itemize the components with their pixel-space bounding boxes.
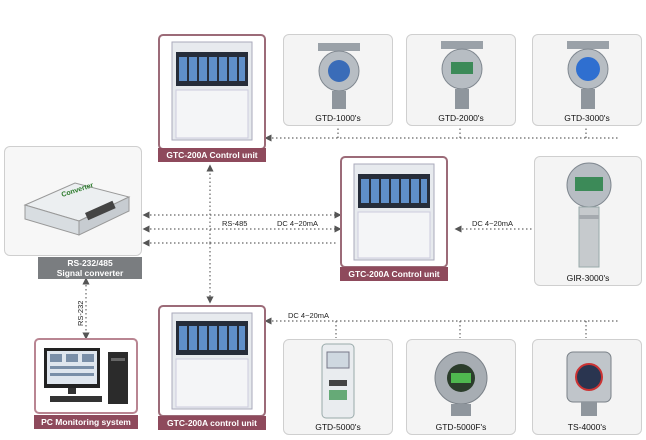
control-unit-bottom-label: GTC-200A control unit — [158, 416, 266, 430]
signal-converter-label-line1: RS-232/485 — [67, 258, 113, 268]
rs232-label: RS-232 — [76, 300, 85, 326]
detector-gtd2000[interactable]: GTD-2000's — [406, 34, 516, 126]
control-unit-top[interactable] — [158, 34, 266, 150]
infrared-detector-image — [566, 162, 612, 268]
dc-label-right: DC 4~20mA — [472, 219, 514, 228]
control-cabinet-image — [353, 163, 435, 261]
explosion-proof-detector-image — [566, 351, 612, 416]
dc-label-left: DC 4~20mA — [277, 219, 319, 228]
control-unit-middle-label: GTC-200A Control unit — [340, 267, 448, 281]
detector-gtd5000[interactable]: GTD-5000's — [283, 339, 393, 435]
pc-monitoring-label: PC Monitoring system — [34, 415, 138, 429]
rs485-label: RS-485 — [222, 219, 248, 228]
pc-monitoring-system[interactable] — [34, 338, 138, 414]
control-unit-top-label: GTC-200A Control unit — [158, 148, 266, 162]
detector-gtd5000f[interactable]: GTD-5000F's — [406, 339, 516, 435]
detector-gtd1000[interactable]: GTD-1000's — [283, 34, 393, 126]
signal-converter-label-line2: Signal converter — [56, 268, 124, 278]
detector-ts4000-label: TS-4000's — [567, 422, 607, 432]
explosion-proof-detector-image — [434, 351, 488, 416]
control-cabinet-image — [171, 312, 253, 410]
control-unit-bottom[interactable] — [158, 305, 266, 417]
detector-gtd3000[interactable]: GTD-3000's — [532, 34, 642, 126]
signal-converter-label: RS-232/485 Signal converter — [38, 257, 142, 279]
dc-label-bottom: DC 4~20mA — [288, 311, 330, 320]
converter-device-image — [23, 182, 131, 236]
detector-gtd3000-label: GTD-3000's — [564, 113, 610, 123]
explosion-proof-detector-image — [318, 43, 360, 109]
explosion-proof-detector-image — [567, 41, 609, 109]
control-unit-middle[interactable] — [340, 156, 448, 268]
detector-gir3000-label: GIR-3000's — [566, 273, 610, 283]
panel-detector-image — [321, 343, 355, 419]
detector-gtd5000f-label: GTD-5000F's — [435, 422, 487, 432]
detector-gtd2000-label: GTD-2000's — [438, 113, 484, 123]
detector-gtd5000-label: GTD-5000's — [315, 422, 361, 432]
pc-image — [44, 348, 128, 404]
detector-ts4000[interactable]: TS-4000's — [532, 339, 642, 435]
explosion-proof-detector-image — [441, 41, 483, 109]
detector-gtd1000-label: GTD-1000's — [315, 113, 361, 123]
detector-gir3000[interactable]: GIR-3000's — [534, 156, 642, 286]
control-cabinet-image — [171, 41, 253, 141]
signal-converter[interactable]: Converter — [4, 146, 142, 256]
